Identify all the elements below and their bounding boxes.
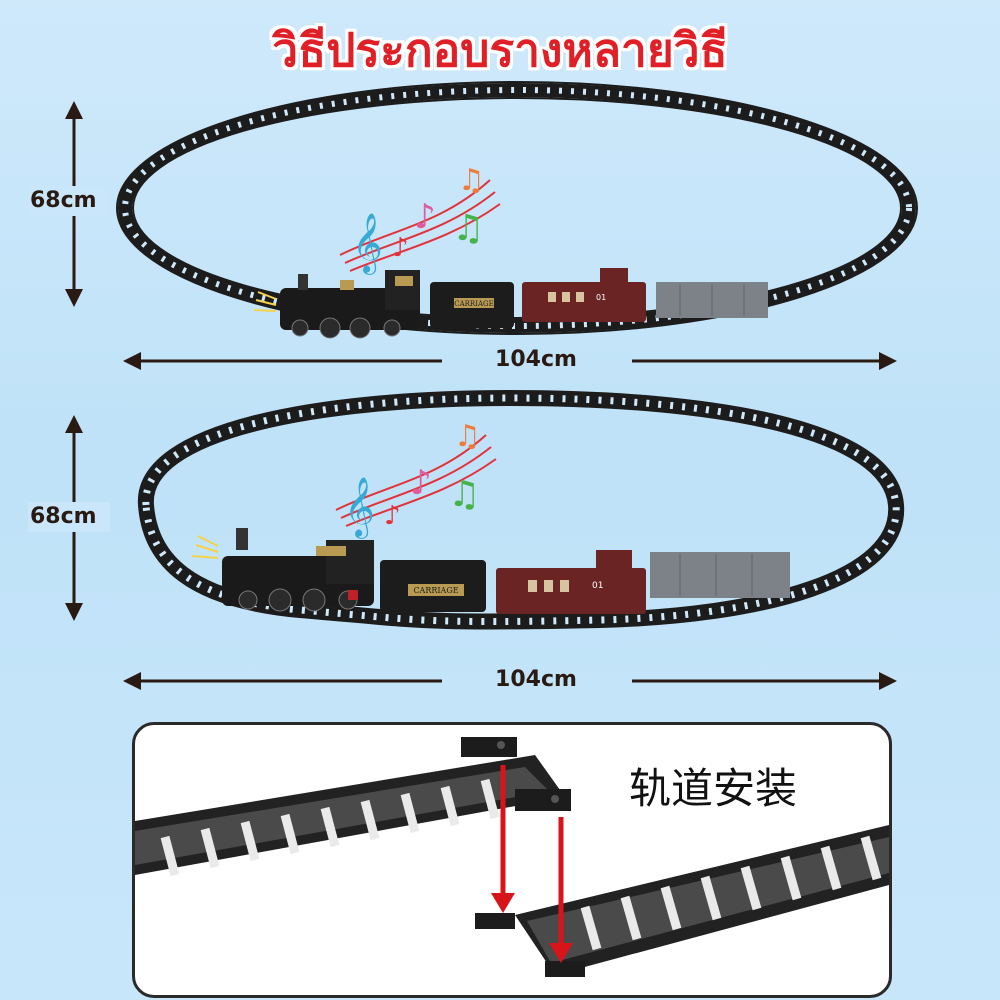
- track-join-illustration: [135, 737, 889, 977]
- insertion-arrows: [491, 765, 573, 963]
- page-title: วิธีประกอบรางหลายวิธี: [272, 23, 728, 77]
- freight-car: [656, 282, 768, 318]
- caboose-number: 01: [592, 581, 603, 591]
- coal-tender: CARRIAGE: [380, 560, 486, 612]
- upper-track-piece: [135, 737, 571, 877]
- freight-car: [650, 552, 790, 598]
- steam-locomotive: [253, 270, 420, 339]
- music-note-icon: ♫: [458, 163, 485, 198]
- layout-2: 𝄞 ♪ ♪ ♫ ♫ CARRIAGE: [28, 389, 905, 690]
- treble-clef-icon: 𝄞: [344, 477, 375, 539]
- width-label-2: 104cm: [495, 667, 577, 692]
- caboose-car: 01: [522, 268, 646, 322]
- train-set-1: CARRIAGE 01: [253, 268, 768, 339]
- track-installation-panel: 轨道安装: [132, 722, 892, 998]
- coal-tender: CARRIAGE: [430, 282, 514, 328]
- music-note-icon: ♪: [384, 501, 401, 531]
- caboose-number: 01: [596, 293, 606, 302]
- caboose-car: 01: [496, 550, 646, 614]
- music-note-icon: ♪: [410, 463, 432, 503]
- treble-clef-icon: 𝄞: [352, 213, 383, 275]
- music-notes-1: 𝄞 ♪ ♪ ♫ ♫: [339, 163, 501, 275]
- music-notes-2: 𝄞 ♪ ♪ ♫ ♫: [335, 419, 497, 539]
- music-note-icon: ♫: [454, 419, 481, 454]
- lower-track-piece: [475, 825, 889, 977]
- oval-track-2: [137, 389, 905, 630]
- music-note-icon: ♫: [448, 474, 480, 515]
- music-note-icon: ♪: [392, 233, 409, 263]
- height-label-2: 68cm: [30, 504, 97, 529]
- height-label-1: 68cm: [30, 188, 97, 213]
- train-set-2: CARRIAGE 01: [191, 528, 790, 614]
- music-note-icon: ♪: [414, 197, 436, 237]
- installation-label: 轨道安装: [629, 764, 798, 813]
- tender-plate-text: CARRIAGE: [413, 586, 458, 595]
- layout-1: 𝄞 ♪ ♪ ♫ ♫ CARRIAGE: [28, 81, 918, 370]
- steam-locomotive: [191, 528, 374, 612]
- music-note-icon: ♫: [452, 208, 484, 249]
- width-label-1: 104cm: [495, 347, 577, 372]
- oval-track-1: [116, 81, 918, 335]
- tender-plate-text: CARRIAGE: [454, 300, 493, 308]
